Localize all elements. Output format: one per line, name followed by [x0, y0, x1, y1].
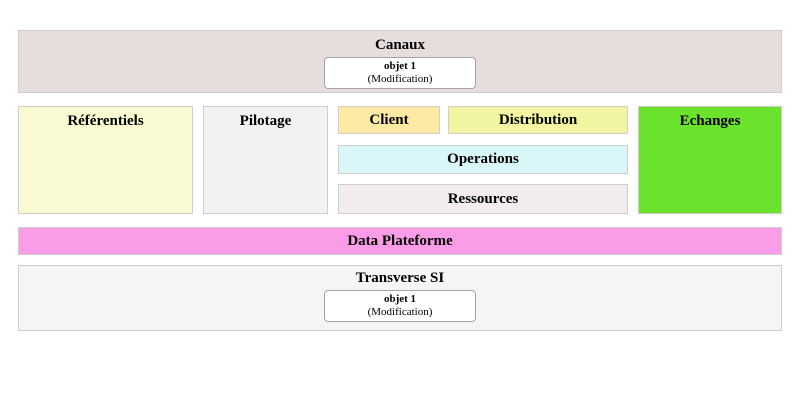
ressources-box[interactable]: Ressources — [338, 184, 628, 214]
referentiels-box[interactable]: Référentiels — [18, 106, 193, 214]
operations-title: Operations — [447, 151, 519, 167]
data-plateforme-title: Data Plateforme — [347, 233, 453, 249]
object-detail: (Modification) — [367, 73, 433, 85]
echanges-box[interactable]: Echanges — [638, 106, 782, 214]
object-name: objet 1 — [383, 293, 417, 305]
pilotage-title: Pilotage — [239, 113, 292, 129]
object-name: objet 1 — [383, 60, 417, 72]
referentiels-title: Référentiels — [67, 113, 144, 129]
distribution-title: Distribution — [498, 112, 578, 128]
canaux-title: Canaux — [374, 37, 426, 53]
client-distribution-row: Client Distribution — [338, 106, 628, 134]
data-plateforme-bar[interactable]: Data Plateforme — [18, 227, 782, 255]
distribution-box[interactable]: Distribution — [448, 106, 628, 134]
transverse-si-title: Transverse SI — [355, 270, 445, 286]
core-column: Client Distribution Operations Ressource… — [338, 106, 628, 214]
object-detail: (Modification) — [367, 306, 433, 318]
canaux-box[interactable]: Canaux objet 1 (Modification) — [18, 30, 782, 93]
middle-row: Référentiels Pilotage Client Distributio… — [18, 106, 782, 214]
operations-box[interactable]: Operations — [338, 144, 628, 174]
echanges-title: Echanges — [679, 113, 741, 129]
canaux-object-chip[interactable]: objet 1 (Modification) — [324, 57, 476, 89]
pilotage-box[interactable]: Pilotage — [203, 106, 328, 214]
transverse-object-chip[interactable]: objet 1 (Modification) — [324, 290, 476, 322]
ressources-title: Ressources — [447, 191, 519, 207]
client-title: Client — [369, 112, 409, 128]
transverse-si-box[interactable]: Transverse SI objet 1 (Modification) — [18, 265, 782, 331]
client-box[interactable]: Client — [338, 106, 440, 134]
